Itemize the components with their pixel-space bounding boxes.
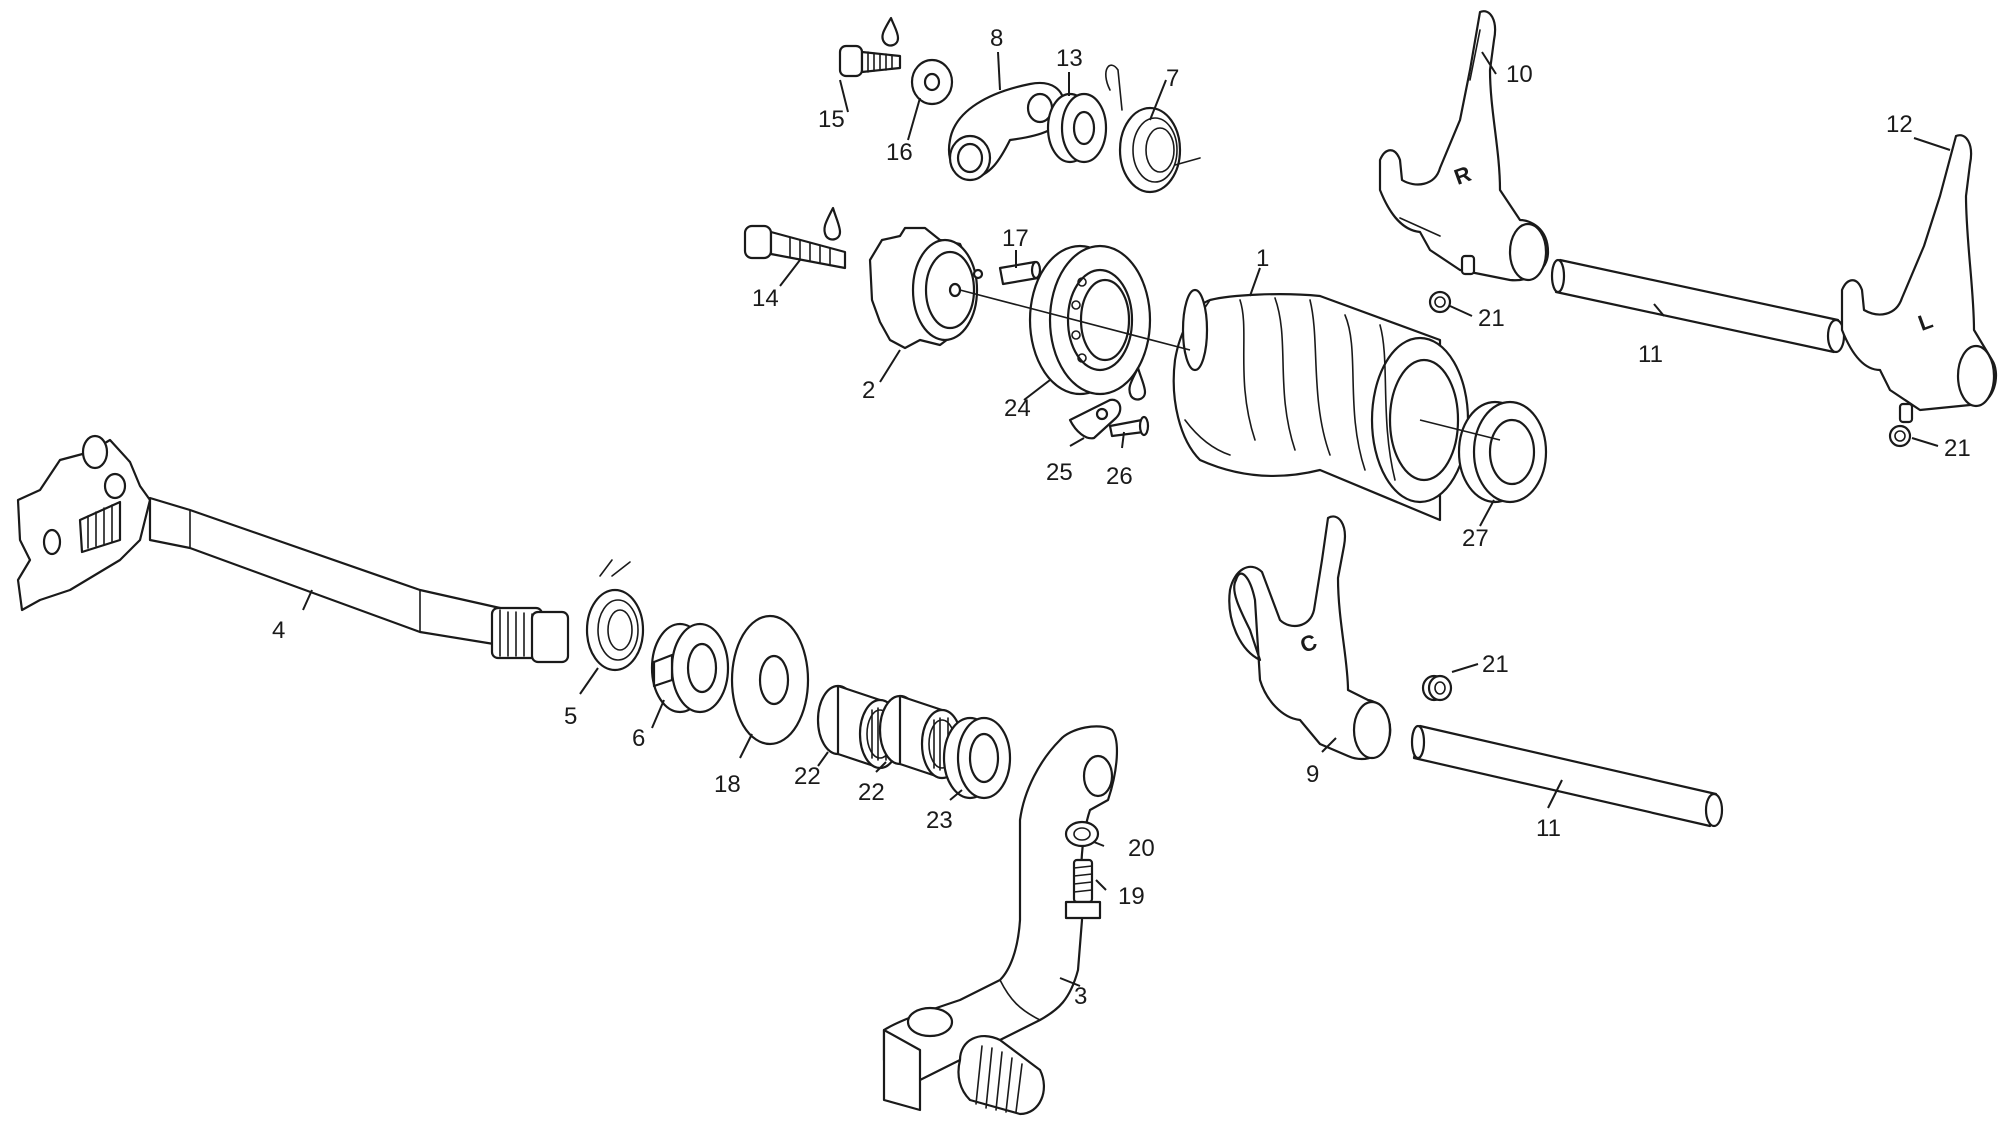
callout-18: 18 <box>714 771 741 798</box>
callout-27: 27 <box>1462 525 1489 552</box>
shift-drum-1 <box>1172 293 1470 522</box>
seal-23 <box>942 716 1012 800</box>
washer-18 <box>730 614 810 746</box>
rail-11-upper <box>1550 258 1846 354</box>
oil-drop-icon <box>1128 366 1147 401</box>
callout-26: 26 <box>1106 463 1133 490</box>
spline <box>490 606 570 664</box>
fork-pin <box>1460 254 1476 276</box>
lever-8 <box>948 81 1066 182</box>
callout-21-a: 21 <box>1478 305 1505 332</box>
shift-lever-3 <box>882 725 1119 1116</box>
callout-15: 15 <box>818 106 845 133</box>
spring-7 <box>1105 64 1201 194</box>
callout-9: 9 <box>1306 761 1319 788</box>
oil-drop-icon <box>823 206 842 241</box>
callout-22-a: 22 <box>794 763 821 790</box>
callout-13: 13 <box>1056 45 1083 72</box>
callout-21-b: 21 <box>1944 435 1971 462</box>
callout-7: 7 <box>1166 65 1179 92</box>
callout-6: 6 <box>632 725 645 752</box>
callout-10: 10 <box>1506 61 1533 88</box>
callout-12: 12 <box>1886 111 1913 138</box>
bushing-6 <box>650 622 730 714</box>
fork-9-c <box>1228 515 1392 761</box>
callout-2: 2 <box>862 377 875 404</box>
shift-shaft-4 <box>16 434 570 664</box>
callout-16: 16 <box>886 139 913 166</box>
spring-5 <box>585 559 645 672</box>
callout-25: 25 <box>1046 459 1073 486</box>
fork-10-r <box>1378 10 1550 282</box>
washer-20 <box>1064 820 1100 848</box>
callout-labels: 15 16 8 13 7 10 12 17 14 1 2 24 25 26 27… <box>272 25 1971 1010</box>
callout-8: 8 <box>990 25 1003 52</box>
roller-21-b <box>1888 424 1912 448</box>
screw-26 <box>1108 415 1150 438</box>
fork-12-l <box>1840 134 1998 412</box>
bolt-14 <box>743 224 847 270</box>
bearing-27 <box>1457 400 1548 504</box>
callout-11-b: 11 <box>1536 815 1561 842</box>
retainer-25 <box>1068 398 1122 440</box>
callout-21-c: 21 <box>1482 651 1509 678</box>
roller-21-c <box>1421 674 1453 702</box>
callout-1: 1 <box>1256 245 1269 272</box>
shift-star-2 <box>868 226 984 350</box>
roller-21-a <box>1428 290 1452 314</box>
callout-3: 3 <box>1074 983 1087 1010</box>
bolt-19 <box>1064 858 1102 920</box>
callout-22-b: 22 <box>858 779 885 806</box>
callout-24: 24 <box>1004 395 1031 422</box>
rail-11-lower <box>1410 724 1724 828</box>
pin-17 <box>998 260 1042 286</box>
callout-5: 5 <box>564 703 577 730</box>
callout-17: 17 <box>1002 225 1029 252</box>
callout-4: 4 <box>272 617 285 644</box>
leader-lines <box>302 51 1951 987</box>
fork-pin <box>1898 402 1914 424</box>
callout-19: 19 <box>1118 883 1145 910</box>
callout-11-a: 11 <box>1638 341 1663 368</box>
bearing-24 <box>1028 244 1152 396</box>
oil-drop-icon <box>881 16 900 47</box>
callout-23: 23 <box>926 807 953 834</box>
bolt-15 <box>838 44 902 78</box>
callout-20: 20 <box>1128 835 1155 862</box>
bushing-13 <box>1046 92 1108 164</box>
washer-16 <box>910 58 954 106</box>
callout-14: 14 <box>752 285 779 312</box>
